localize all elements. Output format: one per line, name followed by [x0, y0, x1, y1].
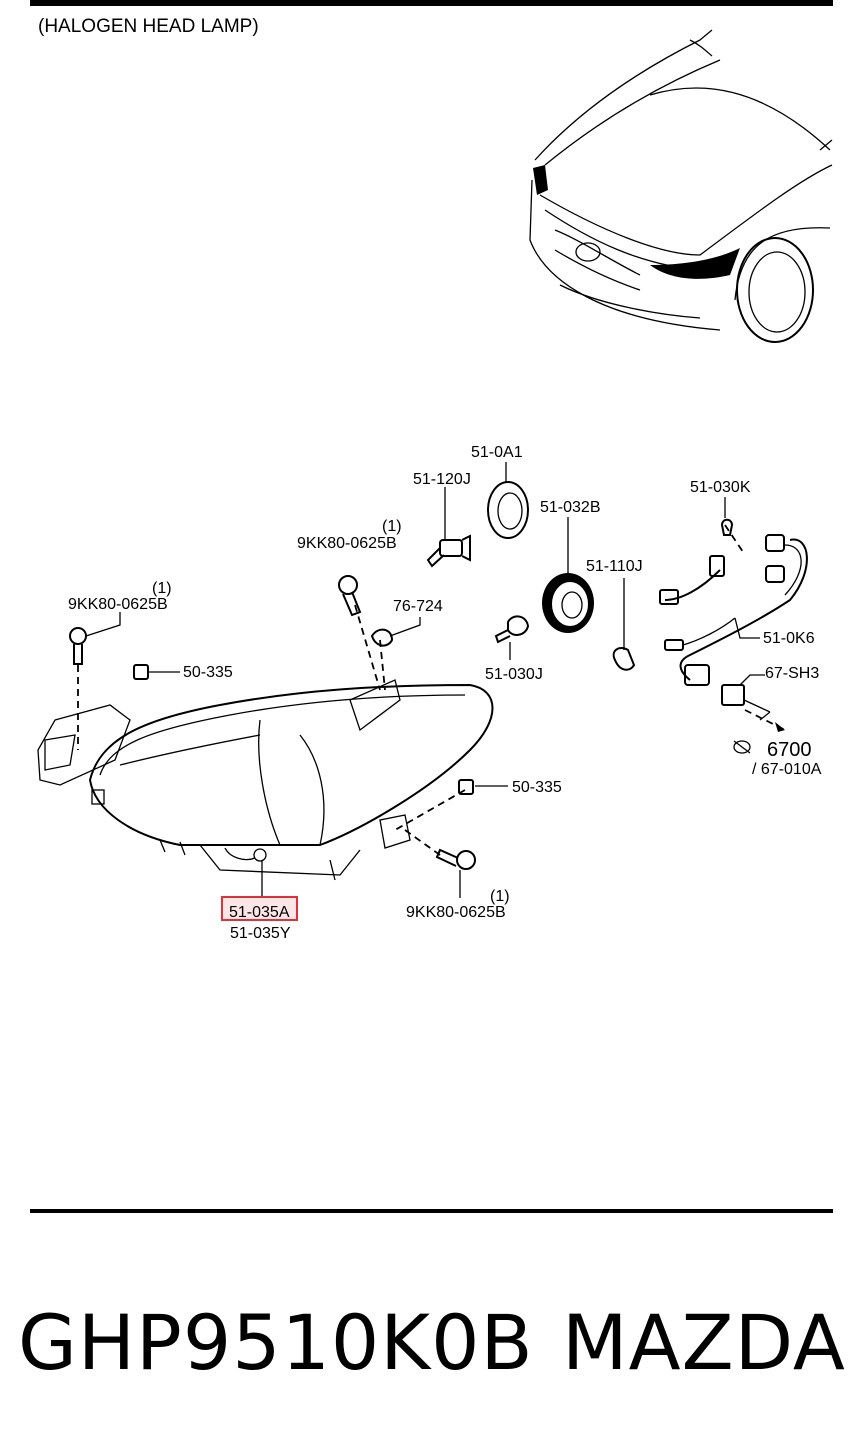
label-67-010A: / 67-010A — [752, 761, 822, 778]
car-front-illustration — [529, 29, 833, 343]
label-51-032B: 51-032B — [540, 499, 601, 516]
label-51-035Y: 51-035Y — [230, 925, 291, 942]
connector-67-SH3 — [721, 684, 785, 732]
ring-51-0A1 — [487, 481, 529, 539]
nut-50-335-upper — [133, 664, 149, 680]
bulb-51-030K — [720, 518, 734, 536]
bottom-rule — [30, 1209, 833, 1213]
label-51-030J: 51-030J — [485, 666, 543, 683]
bolt-bottom — [435, 848, 476, 870]
headlamp-assembly — [37, 679, 494, 881]
label-qty-bolt-left: (1) — [152, 580, 172, 597]
label-76-724: 76-724 — [393, 598, 443, 615]
connector-ref-icon — [733, 740, 751, 754]
label-qty-bolt-bottom: (1) — [490, 888, 510, 905]
socket-51-030J — [494, 615, 530, 644]
label-51-030K: 51-030K — [690, 479, 751, 496]
diagram-title: (HALOGEN HEAD LAMP) — [38, 16, 259, 37]
bolt-left — [69, 627, 87, 665]
cap-51-032B — [542, 573, 594, 633]
assembly-lines — [77, 524, 786, 856]
label-51-110J: 51-110J — [586, 558, 643, 575]
bulb-51-120J — [426, 534, 471, 568]
label-51-035A: 51-035A — [229, 904, 290, 921]
part-number: GHP9510K0B — [18, 1298, 534, 1387]
label-67-SH3: 67-SH3 — [765, 665, 819, 682]
bulb-51-110J — [612, 647, 636, 671]
label-6700: 6700 — [767, 739, 812, 761]
label-50-335-upper: 50-335 — [183, 664, 233, 681]
label-9kk-bolt-bottom: 9KK80-0625B — [406, 904, 506, 921]
clip-76-724 — [370, 628, 394, 647]
label-51-120J: 51-120J — [413, 471, 471, 488]
label-50-335-lower: 50-335 — [512, 779, 562, 796]
nut-50-335-lower — [458, 779, 474, 795]
label-51-0K6: 51-0K6 — [763, 630, 815, 647]
arrow-icon — [775, 722, 785, 732]
brand-name: MAZDA — [562, 1298, 846, 1387]
label-qty-bolt-top: (1) — [382, 518, 402, 535]
label-51-0A1: 51-0A1 — [471, 444, 523, 461]
leader-lines — [85, 462, 765, 898]
label-9kk-bolt-top: 9KK80-0625B — [297, 535, 397, 552]
label-9kk-bolt-left: 9KK80-0625B — [68, 596, 168, 613]
bolt-top — [338, 575, 362, 617]
highlight-box — [221, 896, 298, 921]
top-rule — [30, 0, 833, 6]
harness-51-0K6 — [659, 534, 808, 686]
